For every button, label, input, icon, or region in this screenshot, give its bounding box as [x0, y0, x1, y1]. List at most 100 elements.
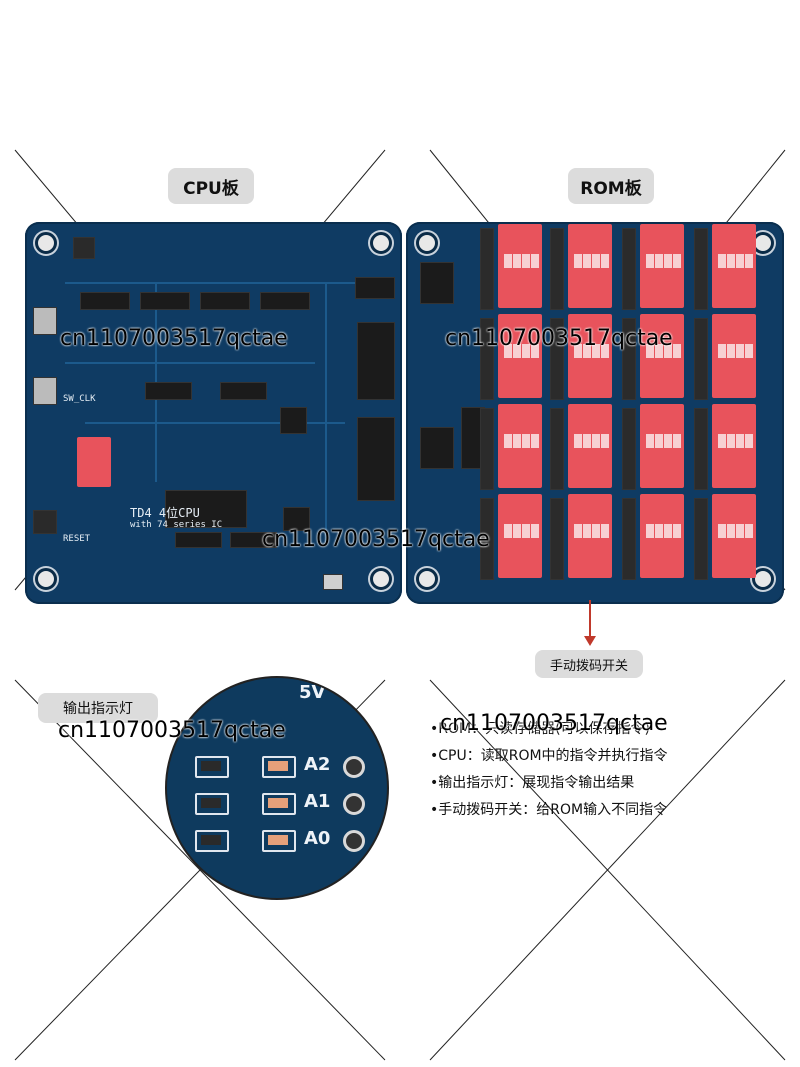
dip-switch [568, 404, 612, 488]
output-led-label: 输出指示灯 [38, 693, 158, 723]
dip-key [513, 344, 521, 358]
dip-key [574, 524, 582, 538]
dip-key [592, 254, 600, 268]
dip-key [673, 254, 681, 268]
pin-pad [343, 756, 365, 778]
dip-key [745, 434, 753, 448]
ic-chip [280, 407, 307, 434]
resistor-array [550, 228, 564, 310]
cpu-board-label: CPU板 [168, 168, 254, 204]
ic-chip [355, 277, 395, 299]
pin-header [357, 417, 395, 501]
feature-item-dip: •手动拨码开关：给ROM输入不同指令 [430, 802, 668, 818]
dip-key [522, 524, 530, 538]
dip-key [655, 344, 663, 358]
dip-key [646, 524, 654, 538]
dip-key [513, 434, 521, 448]
pin-a1-label: A1 [304, 791, 331, 812]
led-indicator [195, 830, 229, 852]
dip-key [664, 254, 672, 268]
resistor-array [622, 318, 636, 400]
resistor-array [622, 408, 636, 490]
resistor-array [694, 498, 708, 580]
dip-switch [568, 494, 612, 578]
dip-switch-label: 手动拨码开关 [535, 650, 643, 678]
resistor-array [622, 228, 636, 310]
dip-key [504, 344, 512, 358]
reset-silk: RESET [63, 534, 91, 544]
mount-hole [370, 568, 392, 590]
dip-switch [712, 314, 756, 398]
ic-chip [420, 427, 454, 469]
feature-list: •ROM：只读存储器(可以保存指令) •CPU：读取ROM中的指令并执行指令 •… [430, 716, 668, 824]
rom-board [406, 222, 784, 604]
dip-key [592, 344, 600, 358]
dip-switch [712, 404, 756, 488]
dip-key [592, 524, 600, 538]
resistor-array [550, 408, 564, 490]
led-zoom-inset: 5V A2 A1 A0 [165, 676, 389, 900]
dip-key [673, 434, 681, 448]
resistor-array [480, 408, 494, 490]
dip-key [583, 434, 591, 448]
ic-chip [200, 292, 250, 310]
pointer-arrow [584, 600, 596, 646]
cpu-sub-silk: with 74 series IC [130, 520, 223, 530]
dip-key [531, 434, 539, 448]
led-indicator [262, 830, 296, 852]
dip-key [522, 434, 530, 448]
dip-key [673, 344, 681, 358]
dip-key [727, 344, 735, 358]
mount-hole [416, 232, 438, 254]
slide-switch [33, 377, 57, 405]
mount-hole [370, 232, 392, 254]
pin-pad [343, 793, 365, 815]
dip-key [646, 254, 654, 268]
dip-key [664, 344, 672, 358]
resistor-array [622, 498, 636, 580]
dip-key [601, 344, 609, 358]
dip-switch [640, 404, 684, 488]
dip-key [655, 434, 663, 448]
feature-item-led: •输出指示灯：展现指令输出结果 [430, 775, 635, 791]
dip-key [531, 254, 539, 268]
mount-hole [416, 568, 438, 590]
resistor-array [694, 318, 708, 400]
ic-chip [420, 262, 454, 304]
resistor-array [480, 498, 494, 580]
pin-a2-label: A2 [304, 754, 331, 775]
dip-switch [568, 224, 612, 308]
led-indicator [262, 793, 296, 815]
pin-pad [343, 830, 365, 852]
rom-board-label: ROM板 [568, 168, 654, 204]
dip-key [718, 524, 726, 538]
watermark: cn1107003517qctae [60, 326, 288, 351]
dip-key [745, 524, 753, 538]
dip-switch [77, 437, 111, 487]
push-button [73, 237, 95, 259]
watermark: cn1107003517qctae [445, 326, 673, 351]
dip-key [646, 434, 654, 448]
ic-chip [140, 292, 190, 310]
dip-key [646, 344, 654, 358]
led-indicator [195, 793, 229, 815]
resistor-array [480, 228, 494, 310]
dip-key [736, 524, 744, 538]
dip-key [727, 254, 735, 268]
dip-key [601, 524, 609, 538]
resistor-array [550, 498, 564, 580]
ic-chip [260, 292, 310, 310]
dip-key [513, 254, 521, 268]
watermark: cn1107003517qctae [58, 718, 286, 743]
dip-switch [712, 494, 756, 578]
slide-switch [33, 307, 57, 335]
mount-hole [752, 568, 774, 590]
dip-key [504, 254, 512, 268]
resistor-array [480, 318, 494, 400]
usb-connector [323, 574, 343, 590]
dip-key [513, 524, 521, 538]
watermark: cn1107003517qctae [440, 711, 668, 736]
watermark: cn1107003517qctae [262, 527, 490, 552]
dip-key [531, 344, 539, 358]
dip-key [664, 524, 672, 538]
